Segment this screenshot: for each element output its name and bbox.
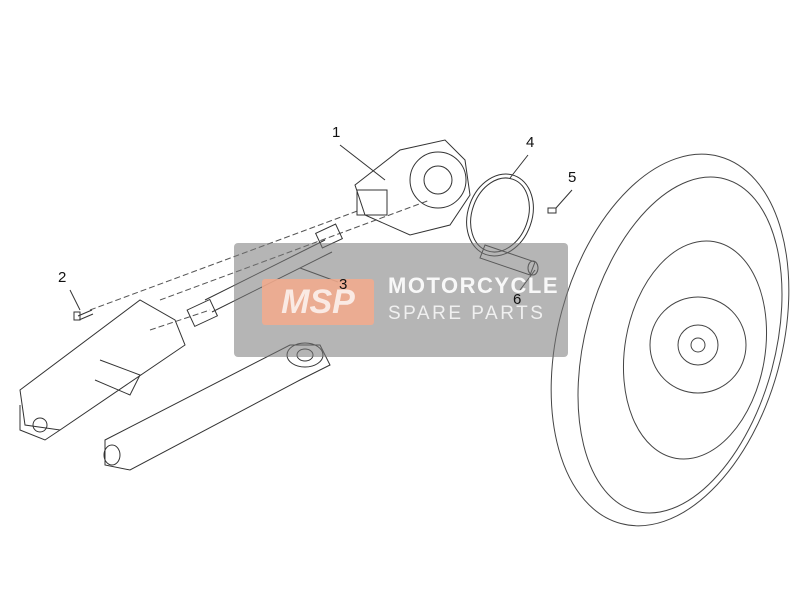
callout-5: 5 [568,169,577,186]
callout-3: 3 [339,276,348,293]
screw-part-5 [547,207,557,214]
assembly-lines [89,199,431,331]
gear-housing-part-1 [354,139,471,236]
watermark-line2: SPARE PARTS [388,303,546,324]
callout-6: 6 [513,291,522,308]
callout-4: 4 [526,134,535,151]
watermark-line1: MOTORCYCLE [388,273,560,298]
watermark-badge: MSP [262,279,374,325]
callout-1: 1 [332,124,341,141]
watermark: MSP MOTORCYCLE SPARE PARTS [234,243,568,357]
bolt-part-2 [73,309,94,321]
callout-2: 2 [58,269,67,286]
